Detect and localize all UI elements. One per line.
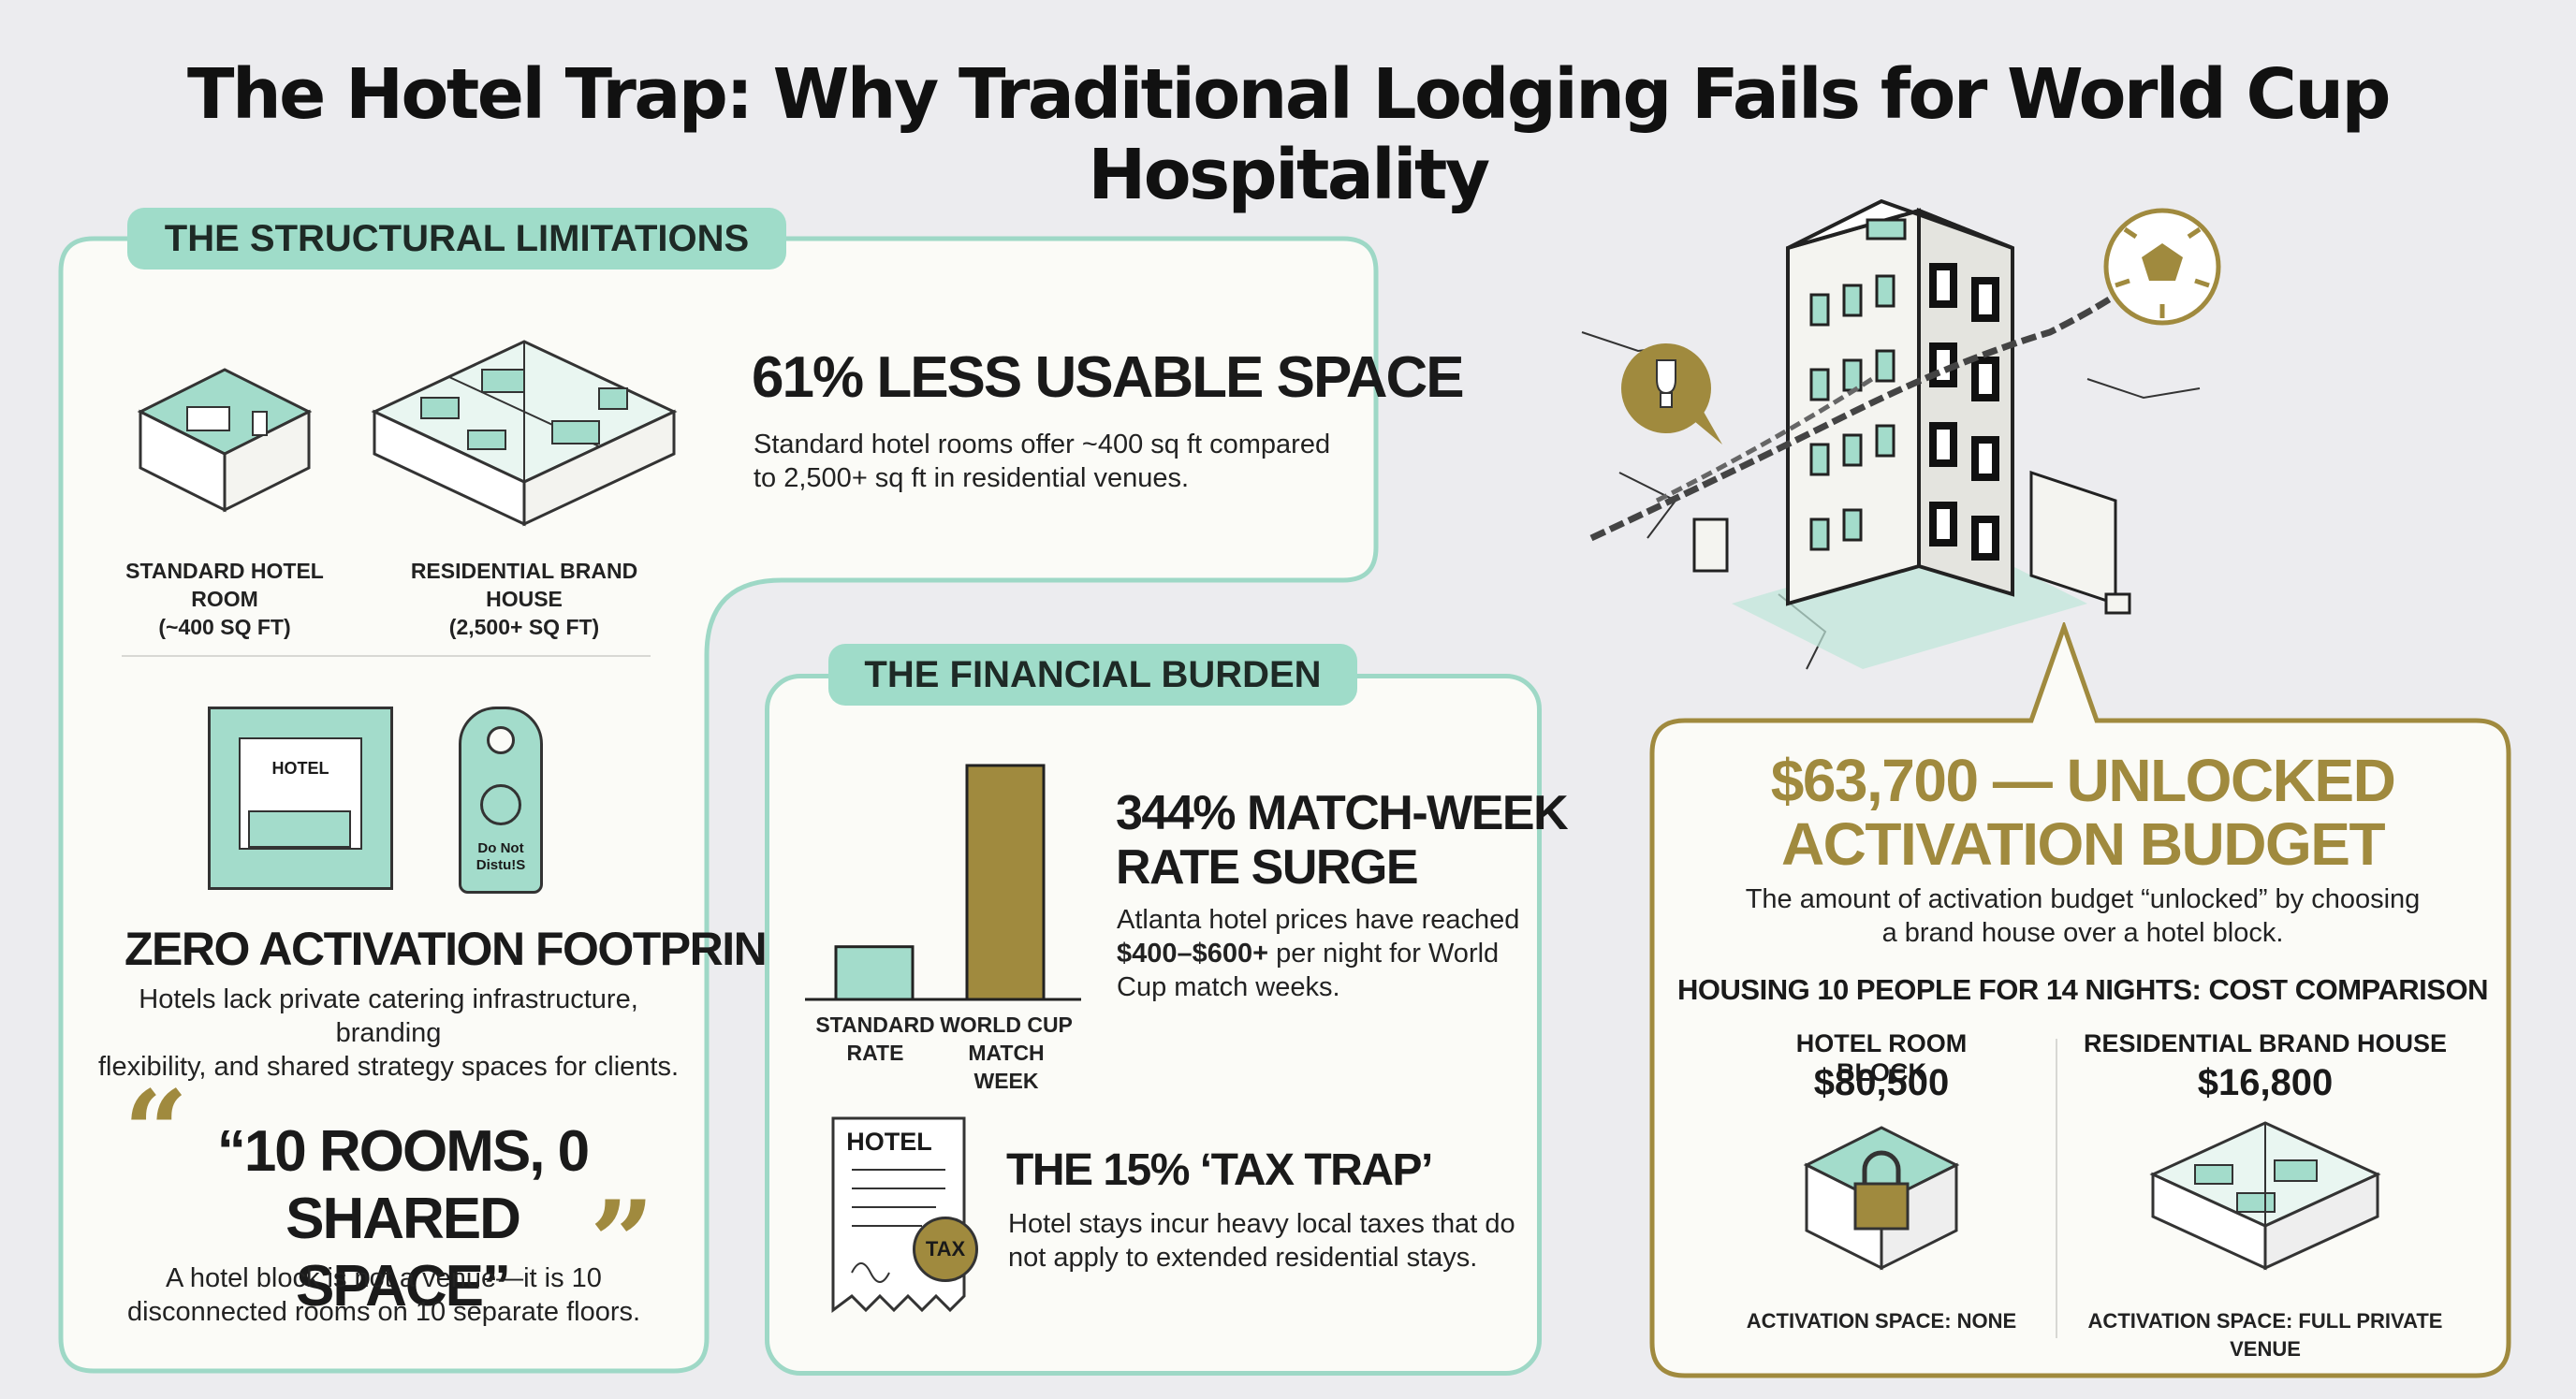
tax-body: Hotel stays incur heavy local taxes that… xyxy=(1008,1209,1515,1273)
financial-tag: THE FINANCIAL BURDEN xyxy=(828,644,1357,706)
hotel-room-icon xyxy=(137,368,313,513)
quote-open-icon: “ xyxy=(124,1066,189,1198)
structural-divider xyxy=(122,655,651,657)
tax-seal: TAX xyxy=(913,1217,978,1282)
padlock-room-icon xyxy=(1803,1126,1960,1271)
chart-bar-standard-rate xyxy=(834,945,915,1001)
house-label: RESIDENTIAL BRAND HOUSE(2,500+ SQ FT) xyxy=(410,559,638,639)
chart-bar-world-cup-match-week xyxy=(965,764,1046,1001)
page-title: The Hotel Trap: Why Traditional Lodging … xyxy=(187,54,2392,215)
room-label: STANDARD HOTEL ROOM(~400 SQ FT) xyxy=(125,559,324,639)
crumbling-hotel-illustration xyxy=(1581,198,2221,670)
comparison-divider xyxy=(2056,1039,2057,1338)
hotel-block-label: HOTEL ROOM BLOCK xyxy=(1795,1029,1968,1086)
open-house-icon xyxy=(2149,1121,2381,1271)
hotel-block-caption: ACTIVATION SPACE: NONE xyxy=(1746,1309,2017,1333)
comparison-title: HOUSING 10 PEOPLE FOR 14 NIGHTS: COST CO… xyxy=(1677,973,2488,1006)
budget-subtitle: The amount of activation budget “unlocke… xyxy=(1745,884,2421,948)
brand-house-cost: $16,800 xyxy=(2197,1062,2334,1103)
structural-tag: THE STRUCTURAL LIMITATIONS xyxy=(127,208,786,270)
surge-body: Atlanta hotel prices have reached $400–$… xyxy=(1117,905,1520,1002)
space-body: Standard hotel rooms offer ~400 sq ft co… xyxy=(754,430,1331,493)
tax-headline: THE 15% ‘TAX TRAP’ xyxy=(1006,1145,1433,1195)
brand-house-icon xyxy=(371,340,678,527)
lobby-sign: HOTEL xyxy=(271,759,329,778)
footprint-headline: ZERO ACTIVATION FOOTPRINT xyxy=(124,923,795,975)
rate-chart xyxy=(805,764,1081,1001)
hotel-block-cost: $80,500 xyxy=(1813,1062,1950,1103)
footprint-body: Hotels lack private catering infrastruct… xyxy=(97,984,680,1082)
receipt-title: HOTEL xyxy=(846,1128,932,1156)
hotel-lobby-icon: HOTEL xyxy=(208,707,393,890)
space-headline: 61% LESS USABLE SPACE xyxy=(752,345,1465,410)
brand-house-caption: ACTIVATION SPACE: FULL PRIVATE VENUE xyxy=(2087,1309,2443,1361)
quote-close-icon: ” xyxy=(590,1176,655,1308)
brand-house-label: RESIDENTIAL BRAND HOUSE xyxy=(2083,1029,2448,1057)
structural-panel-frame xyxy=(58,236,1379,1374)
